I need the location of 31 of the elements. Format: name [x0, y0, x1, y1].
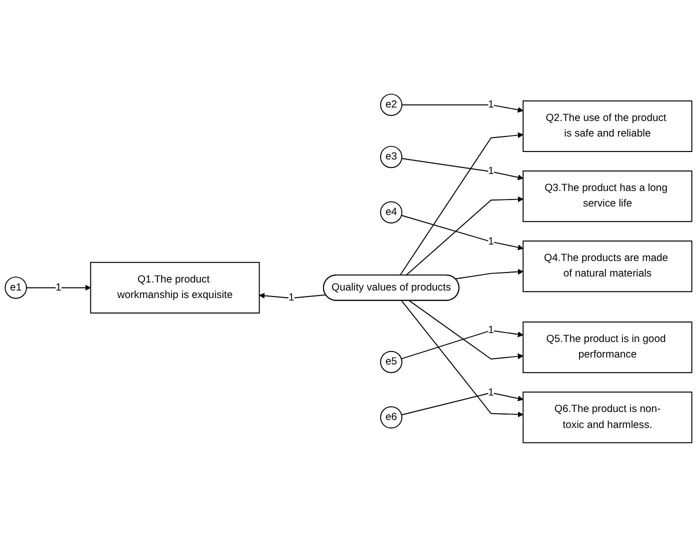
edge-label: 1	[288, 292, 294, 304]
arrow	[454, 269, 524, 280]
node-circle: e2	[380, 94, 402, 116]
arrow	[259, 292, 326, 299]
node-circle: e6	[380, 406, 402, 429]
node-box: Q6.The product is non-toxic and harmless.	[522, 392, 692, 444]
node-box: Q1.The product workmanship is exquisite	[90, 262, 260, 314]
node-circle: e4	[380, 201, 402, 224]
edge-label: 1	[488, 324, 494, 336]
node-box: Q4.The products are made of natural materials	[522, 240, 692, 292]
arrow	[405, 196, 524, 276]
arrow	[401, 392, 524, 416]
edge-label: 1	[488, 386, 494, 398]
arrow	[401, 104, 524, 113]
node-circle: e1	[4, 276, 27, 299]
arrow	[400, 330, 524, 360]
edge-label: 1	[488, 236, 494, 247]
node-box: Q3.The product has a long service life	[522, 170, 692, 222]
arrow	[400, 214, 524, 250]
node-box: Q5.The product is in good performance	[522, 322, 692, 374]
node-circle: e3	[380, 146, 402, 168]
node-circle: e5	[380, 350, 402, 374]
node-box: Q2.The use of the product is safe and reliable	[522, 100, 692, 152]
arrow	[408, 300, 524, 360]
edge-label: 1	[488, 166, 494, 177]
edge-label: 1	[488, 99, 494, 110]
arrow	[399, 132, 524, 276]
edge-label: 1	[56, 282, 62, 293]
arrow	[26, 284, 91, 291]
arrow	[401, 300, 524, 418]
arrow	[401, 158, 524, 180]
